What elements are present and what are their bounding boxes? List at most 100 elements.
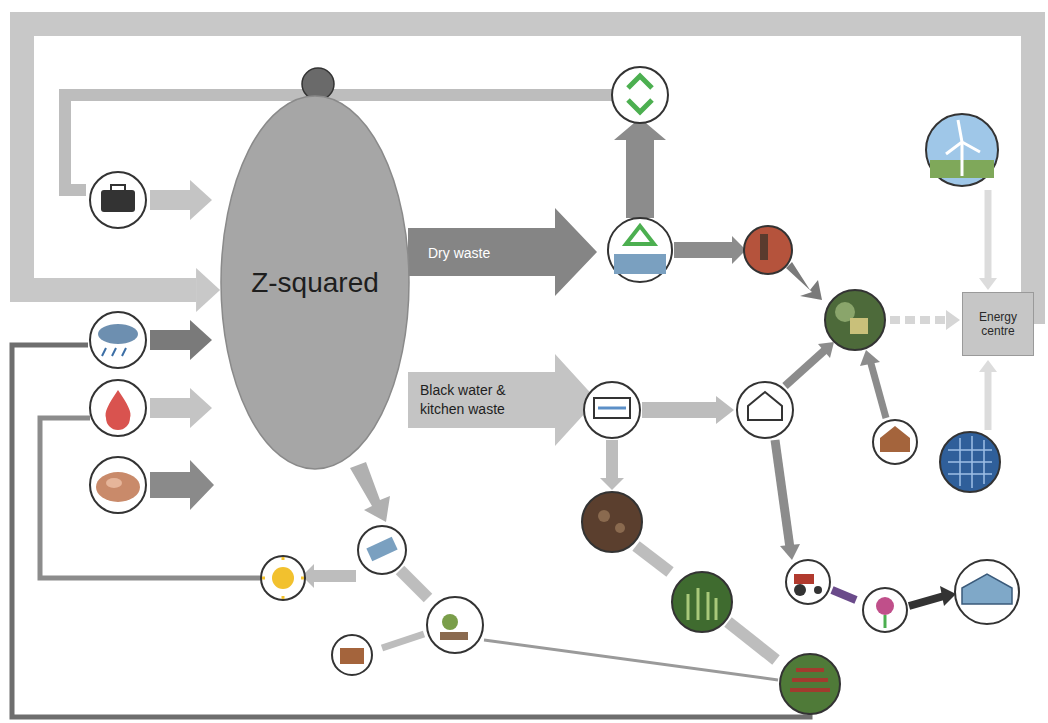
flow-arrow — [636, 546, 670, 572]
icon-circle — [358, 526, 406, 574]
turbine-icon — [961, 142, 964, 176]
food-icon — [96, 472, 140, 502]
icon-circle — [940, 432, 1000, 492]
grey-water-arrow — [350, 462, 390, 522]
town-icon — [614, 254, 666, 274]
tank-icon — [594, 398, 630, 418]
icon-circle — [780, 654, 840, 714]
input-arrow — [150, 388, 212, 428]
building-icon — [340, 648, 364, 664]
rain-icon — [102, 348, 126, 356]
icon-circle — [90, 172, 146, 228]
garden-icon — [442, 614, 458, 630]
flow-arrow — [382, 634, 424, 648]
turbine-icon — [946, 120, 980, 154]
icon-circle — [955, 560, 1019, 624]
flow-arrow — [642, 402, 718, 418]
flow-arrow — [606, 440, 618, 480]
compost-icon — [598, 510, 610, 522]
node-text-wrap: Energy centre — [963, 310, 1033, 339]
input-arrow — [150, 180, 212, 220]
icon-circle — [672, 572, 732, 632]
solar-panel-icon — [948, 436, 992, 488]
icon-circle — [608, 218, 672, 282]
energy-arrow — [985, 370, 992, 430]
flower-icon — [876, 597, 894, 615]
black-water-arrow — [408, 354, 597, 446]
return-line — [12, 345, 810, 717]
ellipse-shape — [221, 96, 409, 469]
energy-band-connector — [22, 24, 1034, 324]
icon-circle — [926, 114, 998, 186]
cloud-icon — [98, 324, 138, 344]
tractor-icon — [794, 584, 806, 596]
icon-circle — [873, 420, 917, 464]
crop-icon — [688, 588, 716, 620]
node-label: Energy centre — [963, 310, 1033, 339]
flow-arrow — [775, 440, 790, 548]
flow-arrow — [785, 350, 825, 386]
recycle-icon — [628, 76, 652, 112]
connector-path — [22, 24, 1034, 324]
flow-arrow — [780, 544, 800, 560]
icon-circle — [90, 457, 146, 513]
field-icon — [790, 670, 830, 690]
icon-circle — [786, 560, 830, 604]
suitcase-icon — [101, 190, 135, 212]
meter-icon — [302, 68, 334, 100]
water-drop-icon — [106, 390, 131, 430]
icon-circle — [90, 380, 146, 436]
flow-arrow — [818, 342, 834, 358]
icon-circle — [584, 382, 640, 438]
return-line — [40, 418, 261, 578]
flow-arrow — [716, 396, 734, 424]
uv-sun-icon — [262, 557, 304, 599]
flow-arrow — [832, 590, 856, 600]
flow-arrow — [940, 586, 956, 606]
flow-arrow — [860, 350, 880, 366]
flow-label: Black water & kitchen waste — [420, 382, 506, 417]
flow-line — [484, 640, 778, 680]
flow-label-box: Dry waste — [428, 243, 548, 262]
icon-circle — [863, 588, 907, 632]
flow-arrow — [909, 596, 944, 606]
flow-label: Dry waste — [428, 245, 490, 261]
tank-icon — [598, 407, 626, 410]
tractor-icon — [814, 586, 822, 594]
plant-icon — [850, 318, 868, 334]
flow-arrow — [674, 242, 732, 258]
greenhouse-icon — [962, 574, 1012, 604]
icon-circle — [825, 290, 885, 350]
uv-sun-icon — [272, 567, 294, 589]
input-arrow — [150, 460, 214, 510]
icon-circle — [737, 382, 793, 438]
icon-circle — [332, 635, 372, 675]
flow-label-box: Black water & kitchen waste — [420, 380, 542, 418]
up-arrow — [614, 118, 666, 218]
compost-icon — [615, 523, 625, 533]
process-ellipse: Z-squared — [220, 95, 410, 470]
flow-arrow — [600, 478, 624, 490]
energy-arrow — [979, 360, 997, 372]
node-text-wrap: Z-squared — [251, 266, 379, 300]
input-arrow — [150, 320, 212, 360]
energy-arrow — [979, 278, 997, 290]
digester-icon — [748, 392, 782, 420]
garden-icon — [440, 632, 468, 640]
food-icon — [106, 478, 122, 488]
energy-arrow — [946, 310, 960, 330]
icon-circle — [612, 67, 668, 123]
energy-arrow — [890, 316, 948, 324]
arrow-head — [196, 268, 220, 312]
icon-circle — [582, 492, 642, 552]
flow-arrow — [312, 570, 356, 582]
filter-icon — [366, 537, 397, 562]
suitcase-icon — [111, 185, 125, 191]
tractor-icon — [794, 574, 814, 584]
icon-circle — [427, 597, 483, 653]
recycle-icon — [626, 226, 654, 244]
icon-circle — [744, 226, 792, 274]
icon-circle — [261, 556, 305, 600]
chimney-icon — [760, 234, 768, 260]
icon-circle — [90, 312, 146, 368]
